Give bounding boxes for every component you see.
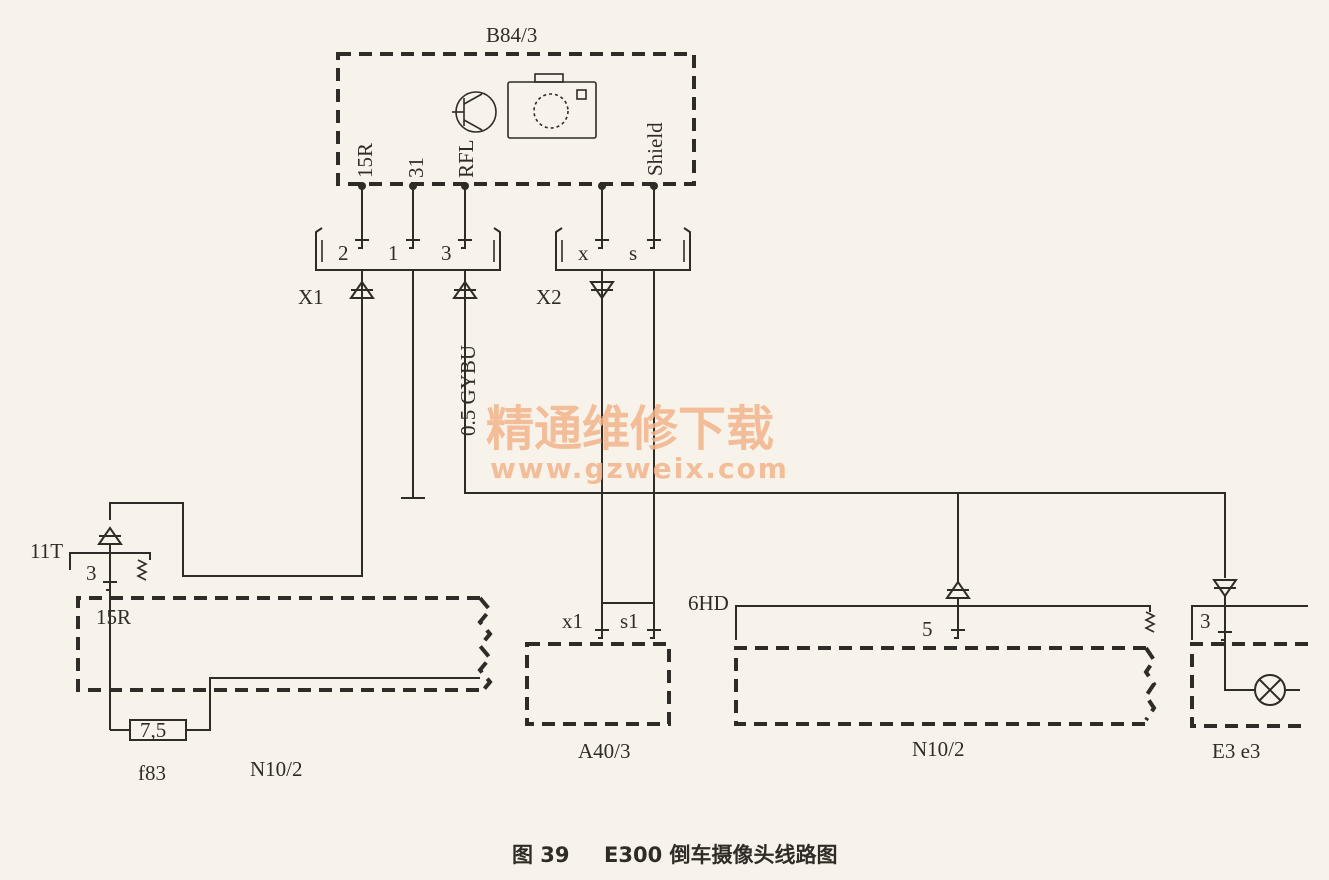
x2-pin-x: x <box>578 241 589 265</box>
x1-pin-3: 3 <box>441 241 452 265</box>
wires <box>109 270 1226 630</box>
fuse-value: 7,5 <box>140 718 166 742</box>
connector-x2: x s X2 <box>536 227 691 309</box>
right-module-name: N10/2 <box>912 737 965 761</box>
left-module: 11T 3 15R 7,5 f83 N10/2 <box>30 539 493 785</box>
lamp-icon <box>1254 674 1286 706</box>
watermark-title: 精通维修下载 <box>486 401 774 457</box>
left-module-name: N10/2 <box>250 757 303 781</box>
middle-pin-x1: x1 <box>562 609 583 633</box>
pin-label-shield: Shield <box>643 122 667 176</box>
x1-label: X1 <box>298 285 324 309</box>
camera-label: B84/3 <box>486 23 537 47</box>
pin-label-rfl: RFL <box>454 139 478 178</box>
middle-module-name: A40/3 <box>578 739 631 763</box>
x1-pin-1: 1 <box>388 241 399 265</box>
camera-icon <box>507 73 597 139</box>
left-terminal-11t: 11T <box>30 539 63 563</box>
middle-pin-s1: s1 <box>620 609 639 633</box>
x2-label: X2 <box>536 285 562 309</box>
lamp-module: 3 E3 e3 <box>1190 596 1308 763</box>
caption-title: E300 倒车摄像头线路图 <box>604 843 838 867</box>
wire-spec: 0.5 GYBU <box>456 345 480 436</box>
middle-module: x1 s1 A40/3 <box>525 609 671 763</box>
lamp-name: E3 e3 <box>1212 739 1260 763</box>
watermark-url: www.gzweix.com <box>490 452 789 485</box>
pin-label-15r: 15R <box>353 143 377 178</box>
left-signal-15r: 15R <box>96 605 131 629</box>
fuse-label: f83 <box>138 761 166 785</box>
x2-pin-s: s <box>629 241 637 265</box>
lamp-pin-3: 3 <box>1200 609 1211 633</box>
x1-pin-2: 2 <box>338 241 349 265</box>
camera-unit: B84/3 15R 31 RFL Shield <box>336 23 696 186</box>
pin-label-31: 31 <box>404 157 428 178</box>
left-pin-3: 3 <box>86 561 97 585</box>
transistor-icon <box>452 91 497 133</box>
right-terminal-6hd: 6HD <box>688 591 729 615</box>
right-pin-5: 5 <box>922 617 933 641</box>
caption-figure: 图 39 <box>512 843 570 867</box>
connector-x1: 2 1 3 X1 <box>298 227 501 309</box>
right-module: 6HD 5 N10/2 <box>688 591 1157 761</box>
